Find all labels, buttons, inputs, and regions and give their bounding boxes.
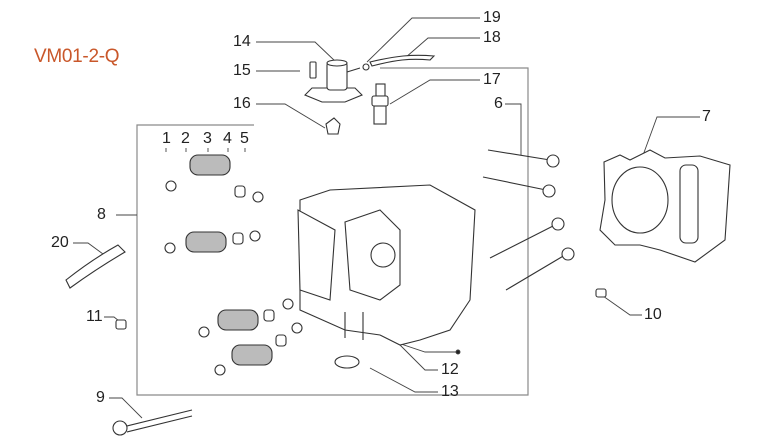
label-5: 5	[240, 130, 249, 147]
label-7: 7	[702, 108, 711, 125]
leader-19	[366, 17, 480, 63]
leader-13	[369, 367, 438, 393]
gasket-part	[599, 149, 731, 263]
dowel-part-10	[595, 288, 607, 298]
hose-part-18	[369, 54, 436, 67]
dowel-part-11	[115, 319, 127, 330]
leader-9	[109, 397, 143, 419]
assembly-frame	[136, 67, 529, 396]
cylinder-head-part	[297, 184, 476, 346]
springs-part	[185, 154, 273, 366]
label-16: 16	[233, 95, 251, 112]
screw-part	[309, 61, 317, 79]
label-3: 3	[203, 130, 212, 147]
thermostat-housing-part	[304, 59, 363, 103]
diagram-code: VM01-2-Q	[34, 46, 120, 67]
label-6: 6	[494, 95, 503, 112]
clamp-part	[362, 63, 370, 71]
label-15: 15	[233, 62, 251, 79]
label-10: 10	[644, 306, 662, 323]
leader-6	[505, 103, 522, 155]
valves-part	[482, 149, 575, 291]
label-9: 9	[96, 389, 105, 406]
label-14: 14	[233, 33, 251, 50]
label-20: 20	[51, 234, 69, 251]
leader-18	[404, 37, 480, 59]
label-11: 11	[86, 308, 103, 325]
retainers-part	[164, 180, 303, 376]
leader-dot	[394, 341, 458, 353]
label-19: 19	[483, 9, 501, 26]
label-2: 2	[181, 130, 190, 147]
o-ring-part	[334, 355, 360, 369]
leader-14	[256, 41, 337, 63]
seals-part	[232, 185, 287, 347]
hose-part-20	[65, 244, 126, 289]
label-12: 12	[441, 361, 459, 378]
label-4: 4	[223, 130, 232, 147]
leader-7	[641, 116, 700, 159]
bolt-part	[112, 409, 193, 436]
label-18: 18	[483, 29, 501, 46]
label-1: 1	[162, 130, 171, 147]
label-17: 17	[483, 71, 501, 88]
thermostat-part	[325, 117, 341, 135]
leader-16	[256, 103, 326, 129]
sensor-part	[371, 83, 389, 125]
leader-20	[73, 242, 104, 255]
leader-17	[389, 79, 480, 105]
label-13: 13	[441, 383, 459, 400]
label-8: 8	[97, 206, 106, 223]
leader-10	[602, 295, 642, 316]
